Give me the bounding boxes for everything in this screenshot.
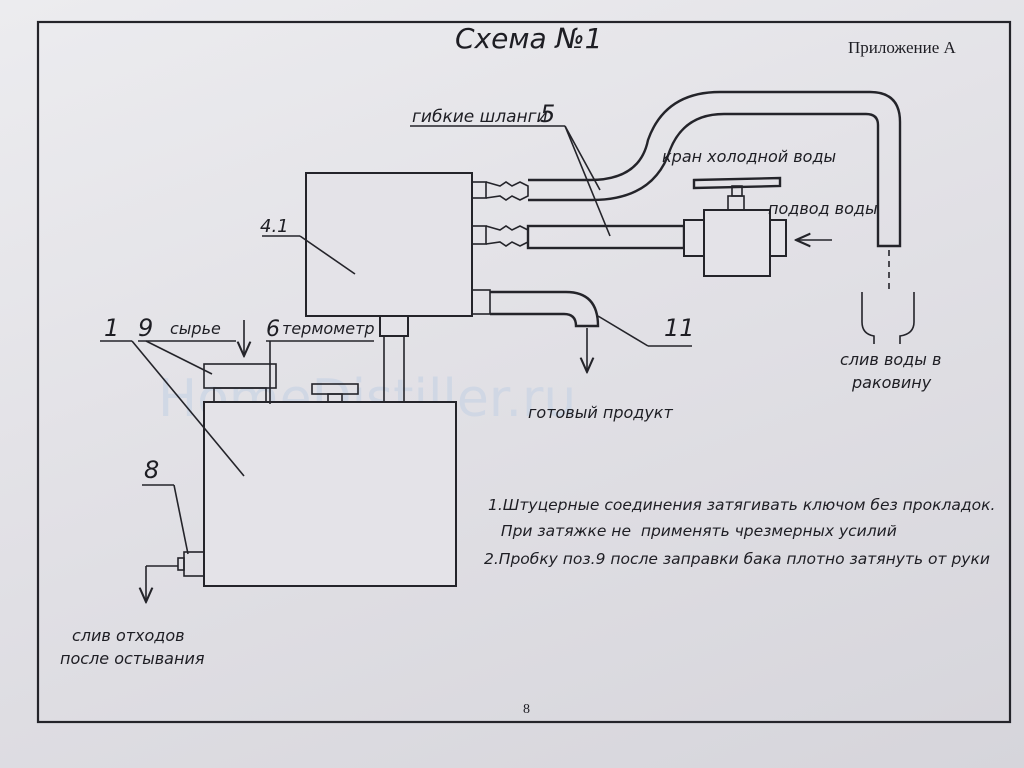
thermometer-label: термометр [282,319,375,338]
waste-label-1: слив отходов [72,626,185,645]
cold-water-valve [683,176,787,277]
product-outlet [471,289,600,328]
pos-11: 11 [664,314,695,342]
scheme-title: Схема №1 [455,22,602,55]
waste-label-2: после остывания [60,649,205,668]
sink-funnel [861,292,915,344]
page-number: 8 [523,702,530,717]
lower-hose [526,224,686,250]
drain-sink-label-1: слив воды в [840,350,941,369]
drain-plug-8 [183,551,205,577]
note-line-2: При затяжке не применять чрезмерных усил… [496,522,897,540]
lower-fitting [471,225,529,247]
flexible-hoses-pos: 5 [540,100,555,128]
cold-water-valve-label: кран холодной воды [662,147,836,166]
box-4-1-label: 4.1 [260,216,289,237]
note-line-1: 1.Штуцерные соединения затягивать ключом… [488,496,995,514]
pos-6: 6 [266,317,280,342]
water-supply-label: подвод воды [768,199,878,218]
pos-1: 1 [104,314,119,342]
box-4-1 [305,172,473,317]
upper-fitting [471,181,529,201]
flexible-hoses-label: гибкие шланги [412,107,548,127]
appendix-label: Приложение А [848,38,956,57]
drain-sink-label-2: раковину [851,373,932,392]
product-label: готовый продукт [528,403,673,422]
pos-9: 9 [138,314,153,342]
sheet-frame [36,20,1012,724]
raw-label: сырье [170,319,221,338]
note-line-3: 2.Пробку поз.9 после заправки бака плотн… [484,550,990,568]
pos-8: 8 [144,456,159,484]
tank-1 [203,401,457,587]
